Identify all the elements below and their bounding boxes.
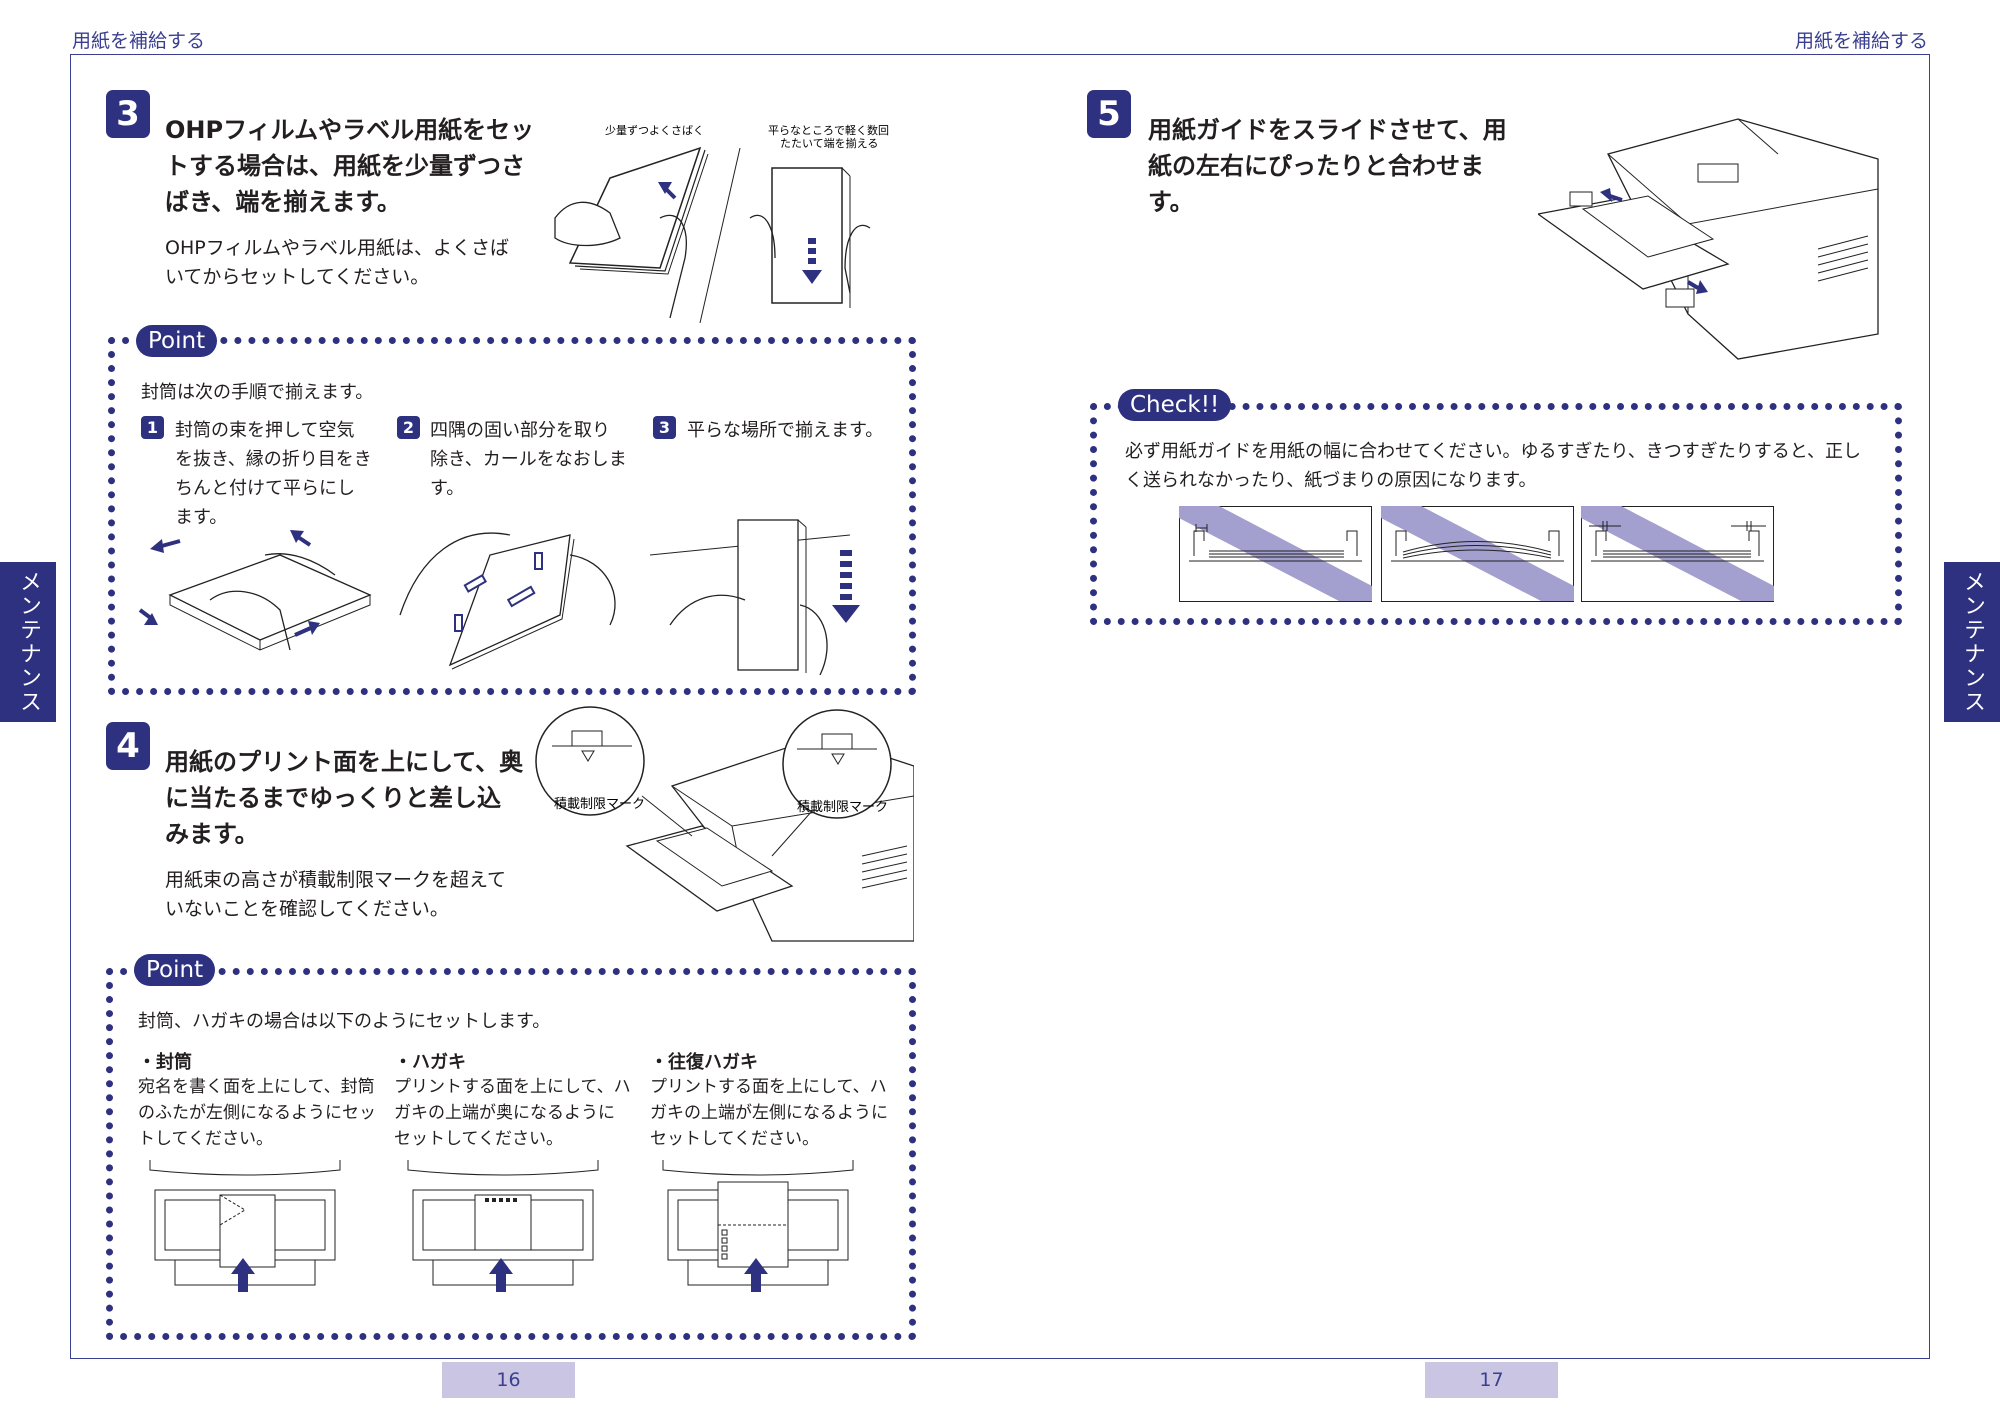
reply-postcard-heading: ・往復ハガキ xyxy=(650,1052,758,1073)
running-header-right: 用紙を補給する xyxy=(1794,30,1928,52)
point-badge: Point xyxy=(134,954,216,986)
step-3-title: OHPフィルムやラベル用紙をセッ トする場合は、用紙を少量ずつさ ばき、端を揃え… xyxy=(165,112,534,220)
diagram-guide-correct xyxy=(1581,506,1774,602)
step-4-note-line: いないことを確認してください。 xyxy=(165,898,449,920)
step-4-note-line: 用紙束の高さが積載制限マークを超えて xyxy=(165,869,507,891)
envelope-line: 宛名を書く面を上にして、封筒 xyxy=(138,1077,375,1097)
substep-2-text: 四隅の固い部分を取り 除き、カールをなおしま す。 xyxy=(430,416,627,503)
check-line: 必ず用紙ガイドを用紙の幅に合わせてください。ゆるすぎたり、きつすぎたりすると、正… xyxy=(1125,441,1862,462)
envelope-line: のふたが左側になるようにセッ xyxy=(138,1103,376,1123)
figure-load-limit-marks: 積載制限マーク 積載制限マーク xyxy=(532,706,914,946)
step-5-number: 5 xyxy=(1087,90,1131,138)
step-5-title-line: 紙の左右にぴったりと合わせま xyxy=(1148,152,1484,180)
step-3-title-line: OHPフィルムやラベル用紙をセッ xyxy=(165,116,535,144)
envelope-text: 宛名を書く面を上にして、封筒 のふたが左側になるようにセッ トしてください。 xyxy=(138,1074,376,1152)
load-limit-label-left: 積載制限マーク xyxy=(554,797,645,812)
side-tab-left: メンテナンス xyxy=(0,562,56,722)
point-intro: 封筒、ハガキの場合は以下のようにセットします。 xyxy=(138,1011,551,1032)
side-tab-right: メンテナンス xyxy=(1944,562,2000,722)
substep-1-text: 封筒の束を押して空気 を抜き、縁の折り目をき ちんと付けて平らにし ます。 xyxy=(175,416,372,532)
step-5-title: 用紙ガイドをスライドさせて、用 紙の左右にぴったりと合わせま す。 xyxy=(1148,112,1507,220)
page-frame xyxy=(70,54,1930,1359)
figure-fan-paper: 少量ずつよくさばく 平らなところで軽く数回 たたいて端を揃える xyxy=(550,118,890,323)
diagram-guide-loose xyxy=(1179,506,1372,602)
figure-slide-guides xyxy=(1538,114,1880,364)
step-4-title-line: みます。 xyxy=(165,820,259,848)
substep-2-line: す。 xyxy=(430,478,465,499)
diagram-guide-tight xyxy=(1381,506,1574,602)
step-5-title-line: す。 xyxy=(1148,188,1194,216)
step-5-title-line: 用紙ガイドをスライドさせて、用 xyxy=(1148,116,1507,144)
point-intro: 封筒は次の手順で揃えます。 xyxy=(141,382,374,403)
step-4-number: 4 xyxy=(106,722,150,770)
step-4-note: 用紙束の高さが積載制限マークを超えて いないことを確認してください。 xyxy=(165,866,506,924)
substep-2-line: 除き、カールをなおしま xyxy=(430,449,627,470)
step-4-title: 用紙のプリント面を上にして、奥 に当たるまでゆっくりと差し込 みます。 xyxy=(165,744,523,852)
substep-2-line: 四隅の固い部分を取り xyxy=(430,420,610,441)
load-limit-label-right: 積載制限マーク xyxy=(797,800,888,815)
check-line: く送られなかったり、紙づまりの原因になります。 xyxy=(1125,470,1537,491)
check-badge: Check!! xyxy=(1118,389,1232,421)
step-3-title-line: ばき、端を揃えます。 xyxy=(165,188,401,216)
page-number-right: 17 xyxy=(1425,1362,1558,1398)
figure-fix-corners xyxy=(390,515,640,680)
check-text: 必ず用紙ガイドを用紙の幅に合わせてください。ゆるすぎたり、きつすぎたりすると、正… xyxy=(1125,437,1861,495)
substep-1-line: を抜き、縁の折り目をき xyxy=(175,449,372,470)
substep-2-number: 2 xyxy=(397,416,420,439)
step-3-note-line: OHPフィルムやラベル用紙は、よくさば xyxy=(165,237,509,259)
point-badge: Point xyxy=(136,325,218,357)
figure-press-envelopes xyxy=(130,515,380,680)
postcard-line: セットしてください。 xyxy=(394,1129,563,1149)
postcard-text: プリントする面を上にして、ハ ガキの上端が奥になるように セットしてください。 xyxy=(394,1074,631,1152)
step-3-note-line: いてからセットしてください。 xyxy=(165,266,430,288)
page-number-left: 16 xyxy=(442,1362,575,1398)
figure-tap-envelopes xyxy=(650,515,900,680)
step-3-number: 3 xyxy=(106,90,150,138)
reply-postcard-line: セットしてください。 xyxy=(650,1129,819,1149)
fig-caption-fan: 少量ずつよくさばく xyxy=(605,124,704,137)
point-box-envelope-prep xyxy=(108,337,916,695)
step-3-note: OHPフィルムやラベル用紙は、よくさば いてからセットしてください。 xyxy=(165,234,509,292)
postcard-line: ガキの上端が奥になるように xyxy=(394,1103,615,1123)
step-4-title-line: に当たるまでゆっくりと差し込 xyxy=(165,784,501,812)
postcard-heading: ・ハガキ xyxy=(394,1052,466,1073)
figure-tray-envelope xyxy=(145,1160,345,1300)
fig-caption-tap-1: 平らなところで軽く数回 xyxy=(768,124,889,137)
substep-1-number: 1 xyxy=(141,416,164,439)
envelope-line: トしてください。 xyxy=(138,1129,273,1149)
reply-postcard-line: ガキの上端が左側になるように xyxy=(650,1103,888,1123)
figure-tray-postcard xyxy=(403,1160,603,1300)
step-4-title-line: 用紙のプリント面を上にして、奥 xyxy=(165,748,524,776)
point-box-envelope-postcard xyxy=(106,968,916,1340)
substep-3-number: 3 xyxy=(653,416,676,439)
reply-postcard-line: プリントする面を上にして、ハ xyxy=(650,1077,887,1097)
substep-3-text: 平らな場所で揃えます。 xyxy=(687,416,883,445)
envelope-heading: ・封筒 xyxy=(138,1052,192,1073)
reply-postcard-text: プリントする面を上にして、ハ ガキの上端が左側になるように セットしてください。 xyxy=(650,1074,888,1152)
fig-caption-tap-2: たたいて端を揃える xyxy=(780,137,878,150)
substep-3-line: 平らな場所で揃えます。 xyxy=(687,420,884,441)
running-header-left: 用紙を補給する xyxy=(72,30,206,52)
check-box xyxy=(1090,403,1902,625)
postcard-line: プリントする面を上にして、ハ xyxy=(394,1077,631,1097)
figure-tray-reply-postcard xyxy=(658,1160,858,1300)
substep-1-line: 封筒の束を押して空気 xyxy=(175,420,355,441)
step-3-title-line: トする場合は、用紙を少量ずつさ xyxy=(165,152,525,180)
substep-1-line: ます。 xyxy=(175,507,228,528)
substep-1-line: ちんと付けて平らにし xyxy=(175,478,355,499)
